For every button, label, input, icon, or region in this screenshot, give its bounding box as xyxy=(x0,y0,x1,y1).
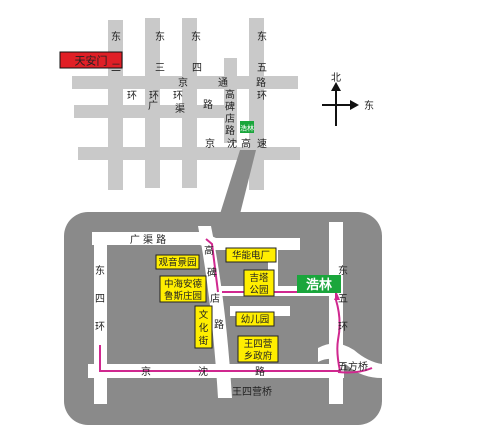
gaobeidian-detail-char-4: 路 xyxy=(214,318,224,331)
gaobeidian-detail-char-2: 碑 xyxy=(207,266,217,279)
east5-detail-char-3: 环 xyxy=(338,322,348,333)
jingshen-detail-char-2: 沈 xyxy=(198,365,208,378)
overview-road-labels: 东 二 环 东 三 环 东 四 环 东 五 环 京 通 路 广 渠 路 高 碑 … xyxy=(111,30,267,150)
tiananmen-landmark: 天安门 xyxy=(59,51,123,69)
gaobeidian-char-4: 路 xyxy=(225,124,235,137)
place-kindergarten: 幼儿园 xyxy=(235,311,275,327)
place-guanyin-label: 观音景园 xyxy=(158,257,196,269)
east2-char-3: 环 xyxy=(127,91,137,102)
guangqu-char-2: 渠 xyxy=(175,103,185,115)
tonghui-char-1: 京 xyxy=(178,76,188,89)
east4-detail-char-1: 东 xyxy=(95,264,105,277)
place-huaneng-label: 华能电厂 xyxy=(232,250,270,262)
compass-east-label: 东 xyxy=(364,99,374,112)
jingshen-char-4: 速 xyxy=(257,138,267,150)
east2-char-2: 二 xyxy=(111,63,121,74)
compass-north-label: 北 xyxy=(331,72,341,84)
place-wangsiying-gov: 王四营 乡政府 xyxy=(237,335,279,363)
place-jiata-line2: 公园 xyxy=(249,285,268,296)
place-markers: 观音景园 华能电厂 中海安德 鲁斯庄园 吉塔 公园 文 化 街 幼儿园 王四 xyxy=(155,247,279,363)
east3-char-2: 三 xyxy=(155,63,165,74)
compass-north-arrow xyxy=(331,82,341,91)
place-wangsiying-gov-line2: 乡政府 xyxy=(244,350,273,362)
overview-brand-badge: 浩林 xyxy=(240,121,254,133)
east4-char-1: 东 xyxy=(191,30,201,43)
overview-roads xyxy=(72,18,300,190)
jingshen-detail-char-3: 路 xyxy=(255,365,265,378)
compass: 北 东 xyxy=(322,72,374,126)
east4-char-3: 环 xyxy=(173,91,183,102)
east2-char-1: 东 xyxy=(111,30,121,43)
gaobeidian-detail-char-1: 高 xyxy=(204,244,214,257)
place-wangsiying-gov-line1: 王四营 xyxy=(244,338,273,350)
jingshen-detail-char-1: 京 xyxy=(141,365,151,378)
east5-char-3: 环 xyxy=(257,91,267,102)
place-zhonghai-line1: 中海安德 xyxy=(164,278,203,290)
place-zhonghai-line2: 鲁斯庄园 xyxy=(164,290,202,302)
place-wenhua-char-2: 化 xyxy=(199,322,209,334)
wufang-bridge-label: 五方桥 xyxy=(338,360,368,373)
detail-brand-badge-label: 浩林 xyxy=(306,277,332,293)
gaobeidian-char-2: 碑 xyxy=(225,100,235,113)
place-wenhua-char-1: 文 xyxy=(199,309,209,321)
compass-east-arrow xyxy=(350,100,359,110)
tiananmen-label: 天安门 xyxy=(75,54,108,68)
east3-char-3: 环 xyxy=(149,91,159,102)
tonghui-char-2: 通 xyxy=(218,77,228,89)
route-line xyxy=(99,238,373,374)
place-jiata-line1: 吉塔 xyxy=(249,272,269,284)
guangqu-char-3: 路 xyxy=(203,98,213,111)
gaobeidian-char-1: 高 xyxy=(225,88,235,101)
place-kindergarten-label: 幼儿园 xyxy=(241,314,270,326)
place-huaneng: 华能电厂 xyxy=(225,247,277,263)
route-arrow xyxy=(334,293,340,300)
detail-road-labels: 广 渠 路 东 四 环 高 碑 店 路 京 沈 路 东 五 环 王四营桥 五方桥 xyxy=(95,233,368,398)
detail-brand-badge: 浩林 xyxy=(297,275,341,293)
guangqu-road-label: 广 渠 路 xyxy=(130,233,166,246)
place-jiata: 吉塔 公园 xyxy=(243,269,275,297)
wangsiying-bridge-label: 王四营桥 xyxy=(232,385,272,398)
east5-detail-char-1: 东 xyxy=(338,264,348,277)
jingshen-char-1: 京 xyxy=(205,137,215,150)
jingshen-char-2: 沈 xyxy=(227,137,237,150)
east5-char-1: 东 xyxy=(257,30,267,43)
east4-detail-char-2: 四 xyxy=(95,294,105,305)
place-zhonghai: 中海安德 鲁斯庄园 xyxy=(159,275,207,303)
place-wenhua: 文 化 街 xyxy=(194,305,213,349)
jingshen-char-3: 高 xyxy=(241,137,251,150)
east4-detail-char-3: 环 xyxy=(95,322,105,333)
guangqu-char-1: 广 xyxy=(148,100,158,112)
overview-brand-badge-label: 浩林 xyxy=(240,124,254,133)
place-guanyin: 观音景园 xyxy=(155,254,200,270)
place-wenhua-char-3: 街 xyxy=(199,335,209,347)
tonghui-char-3: 路 xyxy=(256,76,266,89)
east4-char-2: 四 xyxy=(192,63,202,74)
east5-char-2: 五 xyxy=(257,63,267,74)
gaobeidian-char-3: 店 xyxy=(225,112,235,125)
callout-pointer xyxy=(220,150,256,214)
east5-detail-char-2: 五 xyxy=(338,294,348,305)
gaobeidian-detail-char-3: 店 xyxy=(210,292,220,305)
east3-char-1: 东 xyxy=(155,30,165,43)
